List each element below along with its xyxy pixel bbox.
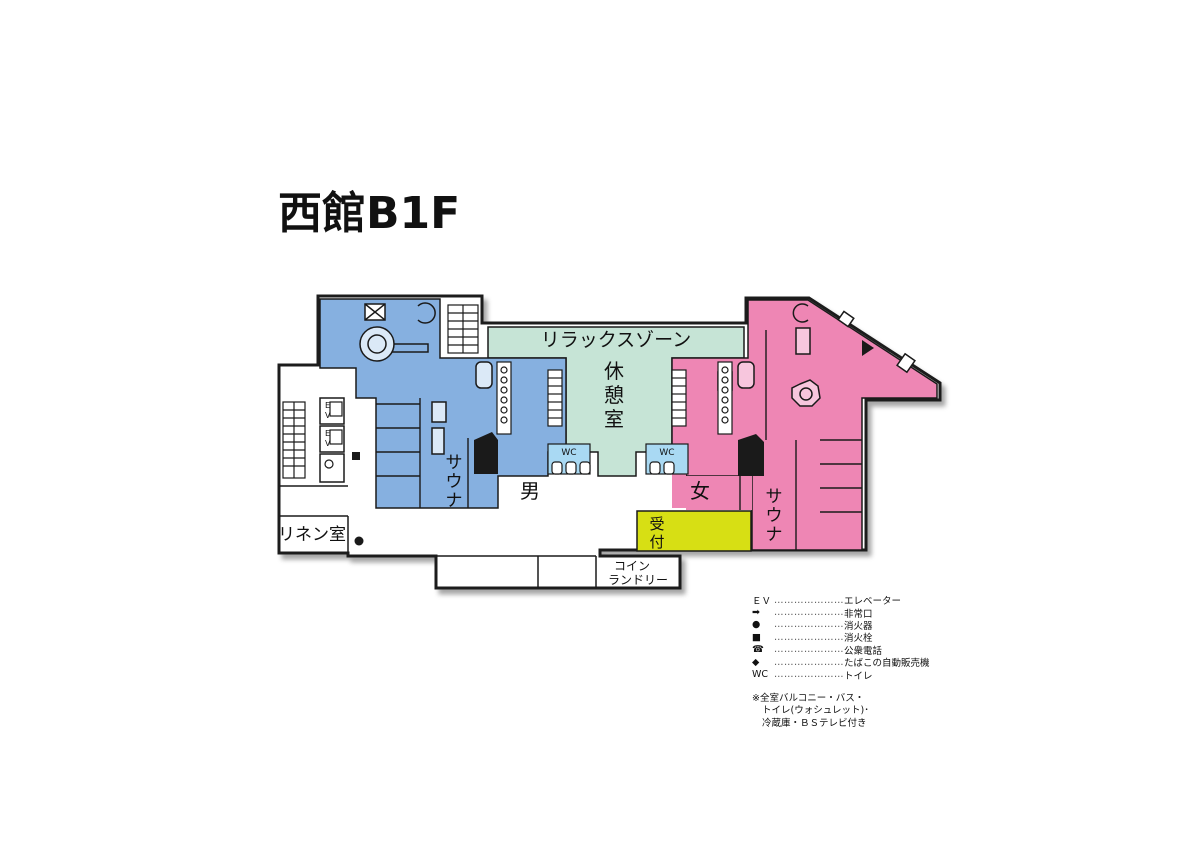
coin-laundry-label-1: コイン — [614, 559, 650, 573]
men-lockers — [496, 361, 563, 435]
sauna-women-label-1: サ — [766, 487, 783, 507]
women-shelves — [739, 330, 862, 550]
legend-leader: …………………… — [774, 607, 844, 619]
legend-row: ☎ …………………… 公衆電話 — [752, 644, 952, 657]
legend-leader: …………………… — [774, 631, 844, 643]
legend-label: 消火栓 — [844, 633, 873, 645]
rest-room-label-1: 休 — [604, 359, 624, 383]
ev-upper-label-1: E — [325, 401, 330, 410]
legend-leader: …………………… — [774, 656, 844, 668]
women-label: 女 — [690, 479, 710, 503]
women-lockers — [671, 361, 733, 435]
sauna-women-label-2: ウ — [766, 506, 783, 526]
relax-zone-label: リラックスゾーン — [541, 329, 691, 351]
legend-label: エレベーター — [844, 596, 902, 608]
legend-leader: …………………… — [774, 644, 844, 656]
legend-label: 非常口 — [844, 608, 873, 620]
sauna-men-label-2: ウ — [446, 472, 463, 492]
legend-label: 公衆電話 — [844, 645, 883, 657]
legend-key: ● — [752, 619, 761, 631]
linen-room-label: リネン室 — [278, 525, 346, 545]
map-legend: ＥＶ …………………… エレベーター ➡ …………………… 非常口 ● …………… — [752, 594, 952, 730]
legend-key: ◆ — [752, 656, 760, 668]
wc-left-label: WC — [561, 448, 576, 458]
lower-rooms — [279, 485, 597, 588]
men-shelves — [376, 398, 469, 508]
men-sauna-heater — [474, 432, 498, 474]
stairs-north — [447, 304, 479, 354]
legend-label: たばこの自動販売機 — [844, 658, 930, 670]
hydrant-icon — [352, 452, 360, 460]
legend-row: ● …………………… 消火器 — [752, 619, 952, 632]
amenities-note: ※全室バルコニー・バス・ トイレ(ウォシュレット)･ 冷蔵庫・ＢＳテレビ付き — [752, 693, 952, 731]
phone-icon — [324, 459, 334, 469]
rest-room-label-3: 室 — [604, 407, 624, 431]
legend-leader: …………………… — [774, 669, 844, 681]
legend-key: ➡ — [752, 607, 760, 619]
extinguisher-icon — [354, 536, 364, 546]
men-label: 男 — [520, 479, 540, 503]
legend-row: ＥＶ …………………… エレベーター — [752, 594, 952, 608]
note-line: トイレ(ウォシュレット)･ — [762, 705, 869, 717]
legend-row: WC …………………… トイレ — [752, 668, 952, 682]
elevator-lower — [319, 425, 345, 453]
reception-label-1: 受 — [649, 515, 664, 533]
stairs-west — [282, 401, 306, 479]
note-line: ※全室バルコニー・バス・ — [752, 692, 865, 704]
sauna-women-label-3: ナ — [766, 525, 783, 545]
coin-laundry-label-2: ランドリー — [608, 573, 668, 587]
legend-label: 消火器 — [844, 620, 873, 632]
legend-leader: …………………… — [774, 594, 844, 606]
page-title: 西館B1F — [278, 188, 460, 239]
note-line: 冷蔵庫・ＢＳテレビ付き — [762, 717, 867, 729]
elevator-upper — [319, 397, 345, 425]
rest-room-label-2: 憩 — [604, 383, 624, 407]
reception-label-2: 付 — [649, 533, 664, 551]
sauna-men-label-1: サ — [446, 453, 463, 473]
legend-leader: …………………… — [774, 619, 844, 631]
women-sauna-heater — [738, 434, 764, 476]
legend-key: WC — [752, 669, 769, 681]
legend-row: ◆ …………………… たばこの自動販売機 — [752, 656, 952, 670]
ev-lower-label-2: V — [325, 439, 331, 448]
ev-upper-label-2: V — [325, 411, 331, 420]
machine-room — [319, 453, 345, 483]
legend-label: トイレ — [844, 670, 873, 682]
ev-lower-label-1: E — [325, 429, 330, 438]
legend-row: ➡ …………………… 非常口 — [752, 606, 952, 620]
legend-key: ＥＶ — [752, 596, 772, 608]
sauna-men-label-3: ナ — [446, 491, 463, 511]
legend-key: ☎ — [752, 644, 764, 656]
toilets — [551, 461, 675, 475]
wc-right-label: WC — [659, 448, 674, 458]
reception-area — [636, 510, 752, 552]
legend-key: ■ — [752, 631, 761, 643]
legend-row: ■ …………………… 消火栓 — [752, 631, 952, 645]
men-bath-fixtures — [359, 302, 493, 455]
